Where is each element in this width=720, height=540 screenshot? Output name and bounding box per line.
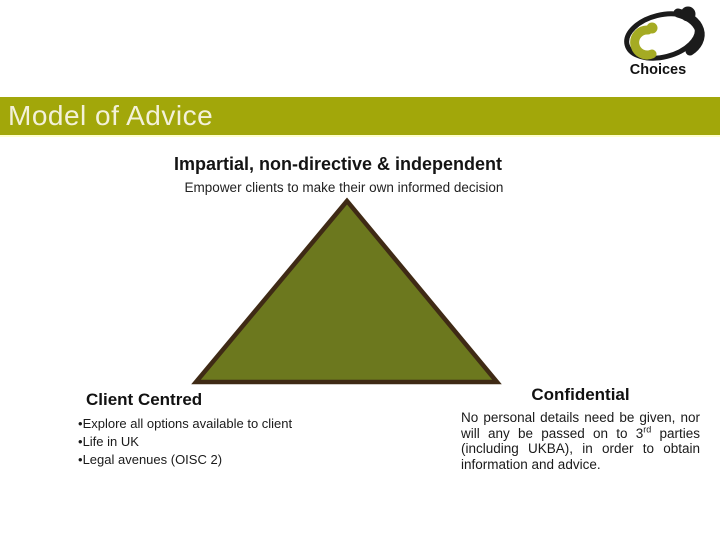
client-centred-title: Client Centred <box>86 390 203 409</box>
confidential-text-part1: No personal details need be given, nor w… <box>461 410 700 441</box>
bullet-text: Life in UK <box>82 434 139 449</box>
main-heading: Impartial, non-directive & independent <box>173 154 503 174</box>
choices-logo-icon <box>624 6 705 61</box>
bullet-text: Explore all options available to client <box>82 416 293 431</box>
confidential-text-part2: parties (including UKBA), in order to ob… <box>461 425 700 472</box>
bullet-icon: • <box>78 416 83 431</box>
sub-heading: Empower clients to make their own inform… <box>184 180 504 195</box>
slide-title: Model of Advice <box>8 100 214 131</box>
choices-logo <box>616 5 708 65</box>
bullet-text: Legal avenues (OISC 2) <box>82 452 223 467</box>
list-item: •Explore all options available to client <box>78 415 294 433</box>
list-item: •Life in UK <box>78 433 294 451</box>
slide-title-bar: Model of Advice <box>0 97 720 137</box>
confidential-section: Confidential No personal details need be… <box>461 385 700 472</box>
list-item: •Legal avenues (OISC 2) <box>78 451 294 469</box>
bullet-icon: • <box>78 434 83 449</box>
bullet-icon: • <box>78 452 83 467</box>
confidential-text: No personal details need be given, nor w… <box>461 410 700 472</box>
client-centred-section: Client Centred •Explore all options avai… <box>78 390 294 469</box>
client-centred-bullets: •Explore all options available to client… <box>78 415 294 469</box>
ordinal-superscript: rd <box>643 424 652 434</box>
confidential-title: Confidential <box>531 385 630 404</box>
brand-name: Choices <box>629 62 687 78</box>
